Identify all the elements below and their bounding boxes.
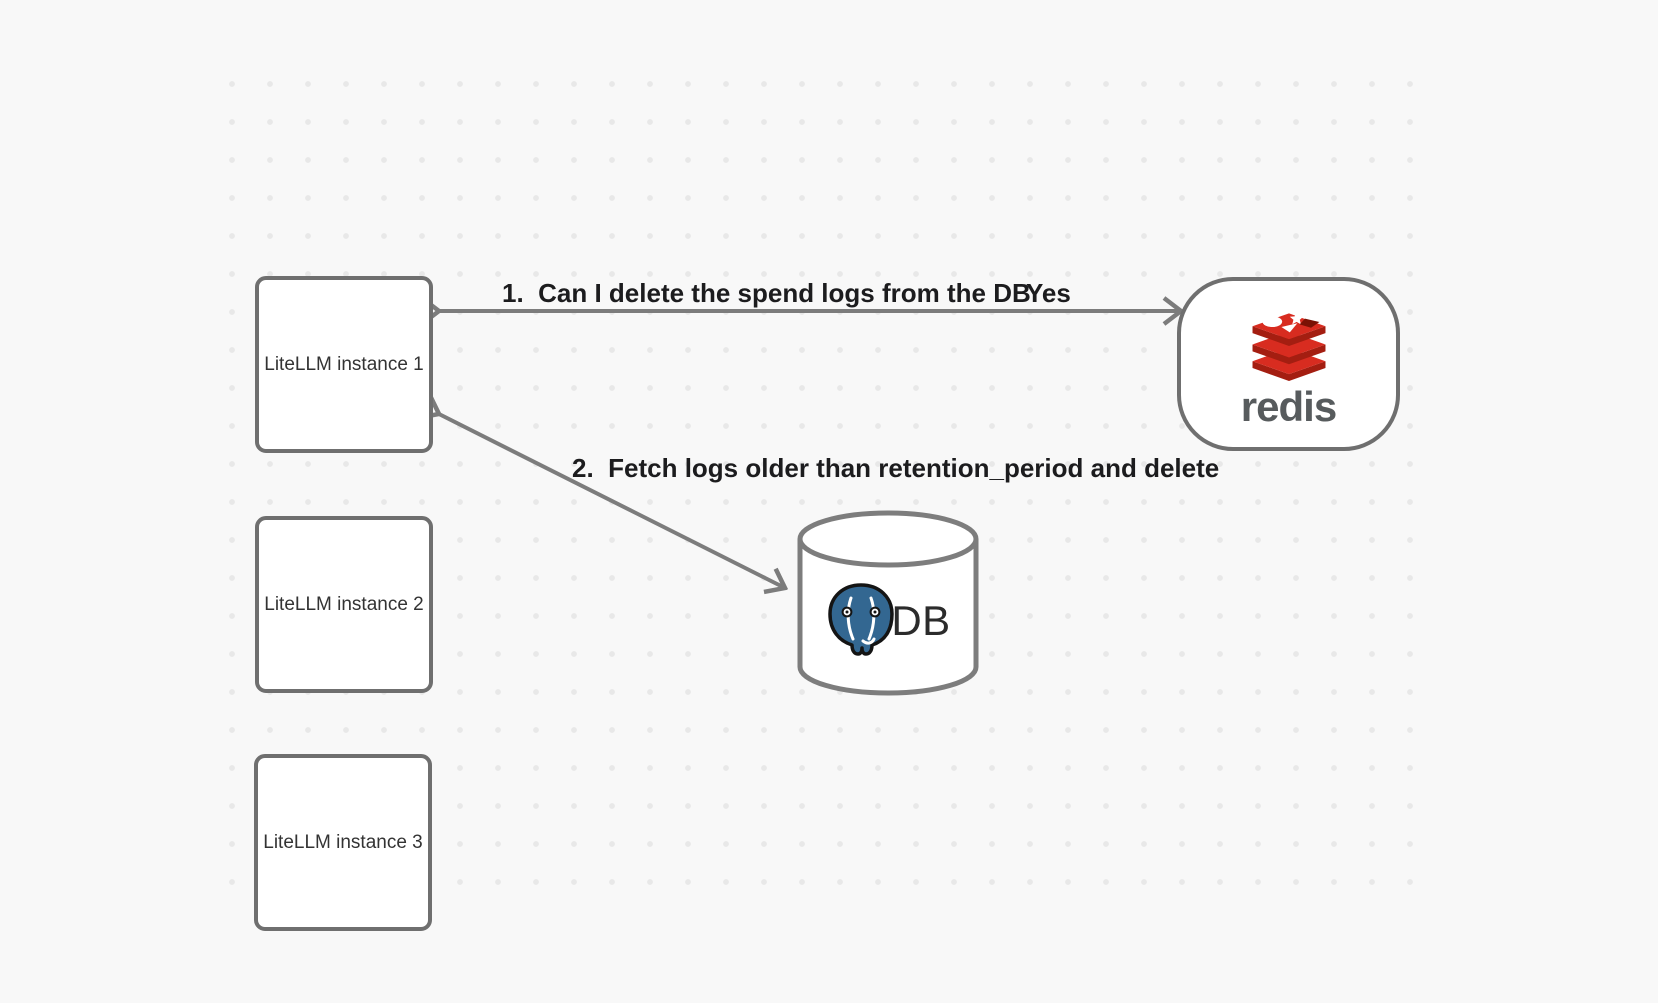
edge-db-fetch-arrow [439, 414, 785, 588]
node-db: DB [797, 510, 979, 696]
redis-wordmark: redis [1240, 383, 1337, 430]
node-litellm-instance-2: LiteLLM instance 2 [255, 516, 433, 693]
edge-label-redis-query: 1. Can I delete the spend logs from the … [502, 278, 1031, 308]
postgresql-elephant-icon [825, 581, 897, 662]
node-label: LiteLLM instance 2 [264, 593, 424, 615]
redis-logo-icon [1251, 311, 1327, 386]
node-label: LiteLLM instance 1 [264, 353, 424, 375]
db-label: DB [891, 597, 951, 644]
node-redis: redis [1177, 277, 1400, 451]
node-litellm-instance-1: LiteLLM instance 1 [255, 276, 433, 453]
edge-label-redis-response: Yes [1026, 278, 1071, 308]
node-litellm-instance-3: LiteLLM instance 3 [254, 754, 432, 931]
edge-label-db-fetch: 2. Fetch logs older than retention_perio… [572, 453, 1220, 483]
node-label: LiteLLM instance 3 [263, 831, 423, 853]
